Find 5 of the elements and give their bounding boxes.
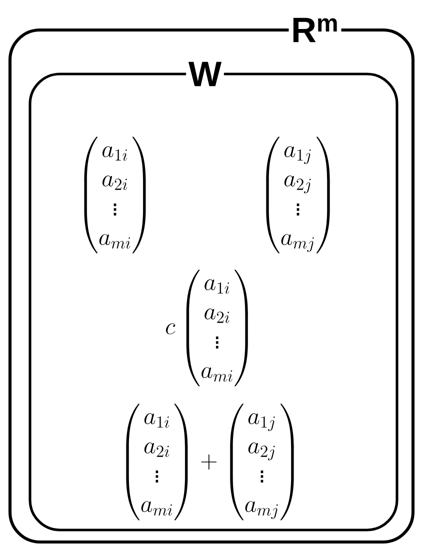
vector-formula: $\begin{pmatrix}a_{1i}\\ a_{2i}\\ \vdots\\ a_{mi}\end{pmatrix}+\begin{pmatrix}a_{1j}\\ a_{2j}\\ \vdots\\ a_{mj}\end{pmatrix}$ [126,404,294,520]
vector-formula: $c\begin{pmatrix}a_{1i}\\ a_{2i}\\ \vdots\\ a_{mi}\end{pmatrix}$ [166,270,248,386]
vector-formula: $\begin{pmatrix}a_{1j}\\ a_{2j}\\ \vdots\\ a_{mj}\end{pmatrix}$ [266,136,330,254]
node-label: m [318,18,337,32]
vector-formula: $\begin{pmatrix}a_{1i}\\ a_{2i}\\ \vdots\\ a_{mi}\end{pmatrix}$ [84,136,146,254]
